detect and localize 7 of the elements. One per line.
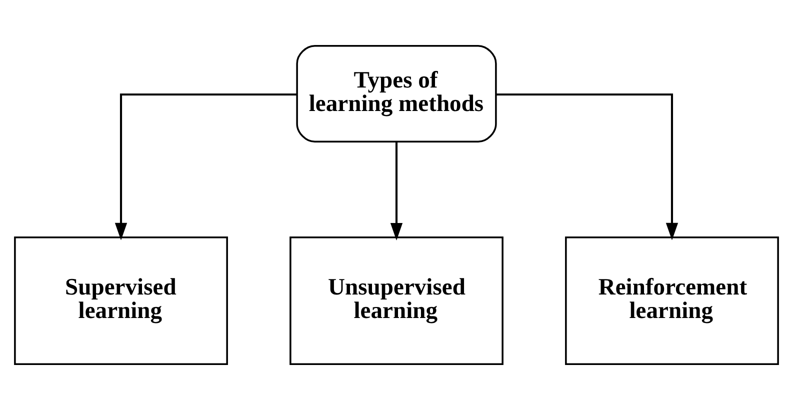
node-box: Reinforcement learning: [565, 236, 779, 364]
arrow: [114, 92, 298, 240]
node-box: Types of learning methods: [296, 44, 497, 142]
node-box: Supervised learning: [14, 236, 228, 364]
arrow: [496, 92, 678, 240]
arrow: [390, 141, 403, 240]
node-box: Unsupervised learning: [290, 236, 504, 364]
